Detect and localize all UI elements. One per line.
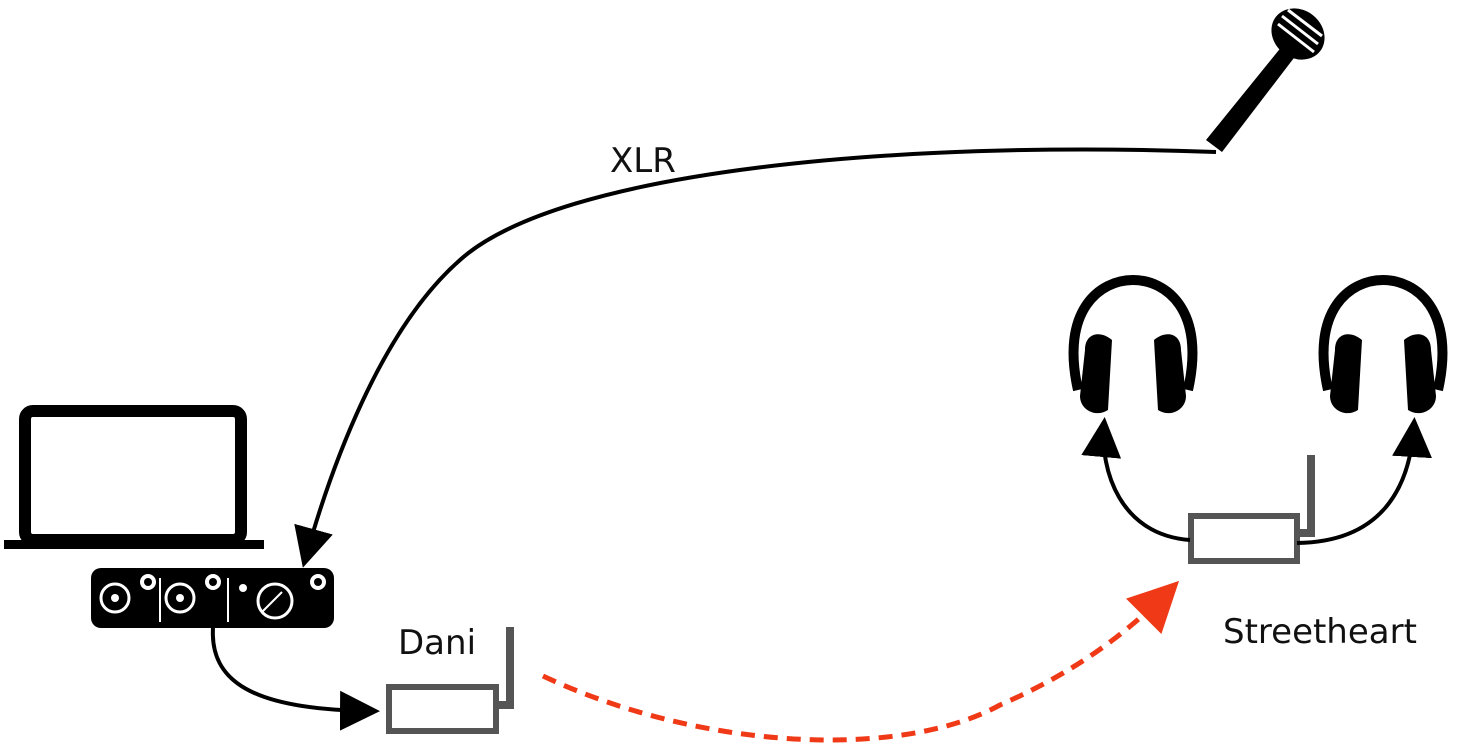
wireless-receiver-icon bbox=[1188, 455, 1315, 564]
xlr-label: XLR bbox=[610, 141, 676, 181]
audio-interface-icon bbox=[91, 568, 334, 628]
headphones-icon bbox=[1318, 274, 1448, 414]
transmitter-label: Dani bbox=[398, 623, 476, 663]
headphones-icon bbox=[1068, 274, 1198, 414]
xlr-cable-line bbox=[294, 147, 1217, 568]
left-headphone-cable-line bbox=[1081, 417, 1191, 542]
wireless-transmitter-icon bbox=[386, 627, 514, 734]
microphone-icon bbox=[1206, 8, 1325, 152]
laptop-icon bbox=[4, 405, 264, 549]
receiver-label: Streetheart bbox=[1223, 612, 1417, 652]
output-cable-line bbox=[210, 627, 380, 731]
right-headphone-cable-line bbox=[1296, 417, 1432, 545]
wireless-link-line bbox=[541, 580, 1180, 743]
